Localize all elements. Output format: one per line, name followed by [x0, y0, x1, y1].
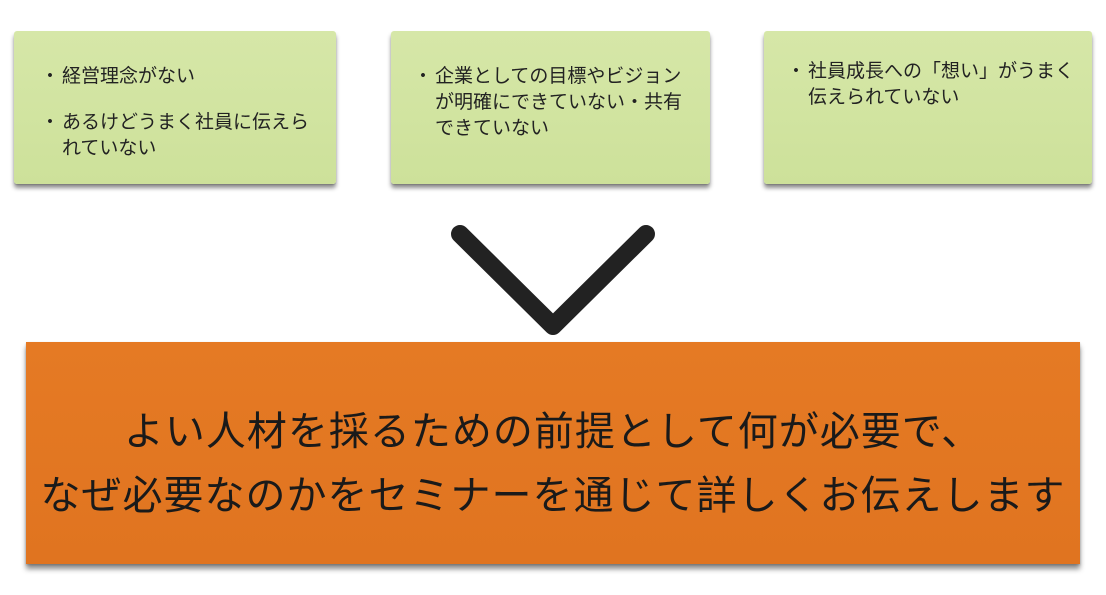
banner-line-2: なぜ必要なのかをセミナーを通じて詳しくお伝えします — [40, 473, 1066, 519]
problem-item: ・ 企業としての目標やビジョンが明確にできていない・共有できていない — [411, 63, 700, 141]
problem-card-2: ・ 企業としての目標やビジョンが明確にできていない・共有できていない — [391, 31, 710, 184]
problem-text: 企業としての目標やビジョンが明確にできていない・共有できていない — [435, 65, 683, 139]
bullet: ・ — [40, 65, 60, 87]
banner-line-1: よい人材を採るための前提として何が必要で、 — [123, 409, 983, 455]
problem-text: あるけどうまく社員に伝えられていない — [62, 111, 310, 159]
problem-item: ・ 社員成長への「想い」がうまく伝えられていない — [784, 58, 1082, 110]
problem-card-1: ・ 経営理念がない ・ あるけどうまく社員に伝えられていない — [14, 31, 336, 184]
problem-item: ・ 経営理念がない — [38, 63, 326, 89]
problem-text: 経営理念がない — [62, 65, 196, 87]
bullet: ・ — [40, 111, 60, 133]
bullet: ・ — [413, 65, 433, 87]
bullet: ・ — [786, 60, 806, 82]
chevron-down-icon — [451, 225, 655, 335]
problem-card-3: ・ 社員成長への「想い」がうまく伝えられていない — [764, 31, 1092, 184]
problem-text: 社員成長への「想い」がうまく伝えられていない — [808, 60, 1075, 108]
problem-item: ・ あるけどうまく社員に伝えられていない — [38, 109, 326, 161]
conclusion-banner: よい人材を採るための前提として何が必要で、 なぜ必要なのかをセミナーを通じて詳し… — [26, 342, 1080, 564]
